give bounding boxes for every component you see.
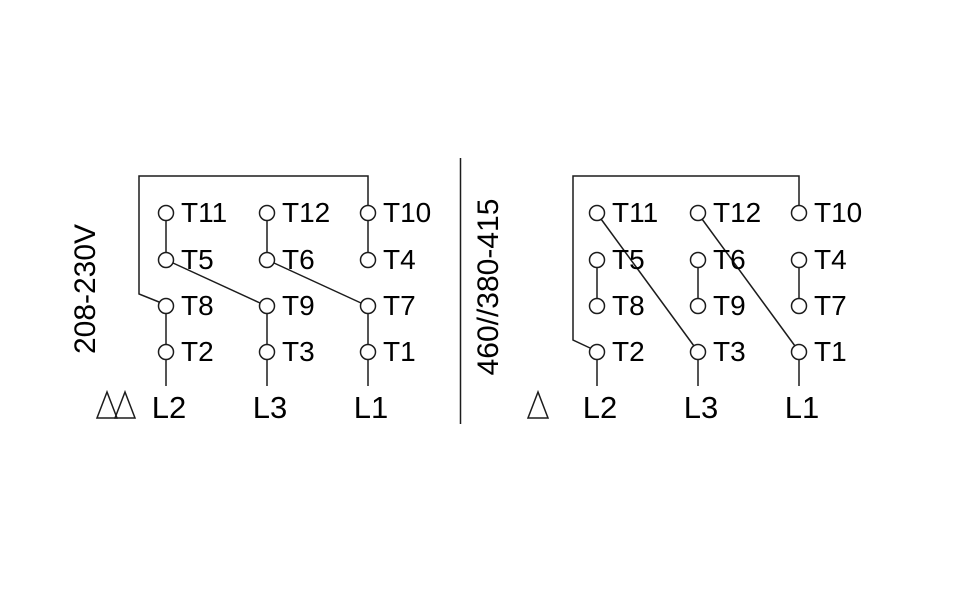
terminal-low-t9 — [258, 297, 276, 315]
terminal-label-low-t11: T11 — [181, 197, 228, 228]
terminal-label-low-t5: T5 — [181, 244, 214, 275]
terminal-label-low-t8: T8 — [181, 290, 214, 321]
terminal-high-t4 — [790, 251, 808, 269]
terminal-label-low-t6: T6 — [282, 244, 315, 275]
high-voltage-terminals — [588, 204, 808, 361]
terminal-label-high-t3: T3 — [713, 336, 746, 367]
terminal-label-low-t3: T3 — [282, 336, 315, 367]
terminal-label-low-t12: T12 — [282, 197, 331, 228]
terminal-label-low-t4: T4 — [383, 244, 416, 275]
lead-label-high-l1: L1 — [784, 390, 820, 425]
terminal-low-t12 — [258, 204, 276, 222]
terminal-label-low-t9: T9 — [282, 290, 315, 321]
lead-label-high-l3: L3 — [683, 390, 719, 425]
terminal-label-high-t12: T12 — [713, 197, 762, 228]
terminal-label-low-t2: T2 — [181, 336, 214, 367]
wire-low-t5-t9 — [172, 262, 261, 304]
lead-label-low-l2: L2 — [151, 390, 187, 425]
terminal-label-low-t7: T7 — [383, 290, 416, 321]
terminal-label-low-t1: T1 — [383, 336, 416, 367]
terminal-high-t3 — [689, 343, 707, 361]
terminal-label-high-t7: T7 — [814, 290, 847, 321]
delta-icon — [526, 389, 550, 419]
terminal-low-t7 — [359, 297, 377, 315]
high-voltage-label: 460//380-415 — [472, 198, 505, 376]
terminal-label-high-t10: T10 — [814, 197, 863, 228]
terminal-high-t5 — [588, 251, 606, 269]
terminal-low-t2 — [157, 343, 175, 361]
high-voltage-wiring — [572, 175, 800, 386]
terminal-high-t8 — [588, 297, 606, 315]
wire-high-t12-t1 — [701, 218, 796, 347]
terminal-label-high-t6: T6 — [713, 244, 746, 275]
terminal-low-t10 — [359, 204, 377, 222]
low-voltage-label: 208-230V — [69, 223, 102, 355]
terminal-high-t1 — [790, 343, 808, 361]
terminal-label-high-t8: T8 — [612, 290, 645, 321]
terminal-low-t1 — [359, 343, 377, 361]
terminal-label-high-t5: T5 — [612, 244, 645, 275]
terminal-high-t7 — [790, 297, 808, 315]
wire-high-t11-t3 — [600, 218, 695, 347]
terminal-low-t8 — [157, 297, 175, 315]
terminal-label-high-t4: T4 — [814, 244, 847, 275]
wire-low-t8-t10 — [138, 175, 369, 303]
terminal-label-high-t11: T11 — [612, 197, 659, 228]
terminal-low-t11 — [157, 204, 175, 222]
terminal-low-t6 — [258, 251, 276, 269]
terminal-high-t9 — [689, 297, 707, 315]
terminal-label-high-t9: T9 — [713, 290, 746, 321]
terminal-label-high-t2: T2 — [612, 336, 645, 367]
wire-high-t2-t10 — [572, 175, 800, 349]
lead-label-low-l3: L3 — [252, 390, 288, 425]
terminal-high-t6 — [689, 251, 707, 269]
terminal-low-t3 — [258, 343, 276, 361]
terminal-label-low-t10: T10 — [383, 197, 432, 228]
terminal-high-t10 — [790, 204, 808, 222]
terminal-high-t11 — [588, 204, 606, 222]
wire-low-t6-t7 — [273, 262, 362, 304]
double-delta-icon — [95, 389, 137, 419]
terminal-label-high-t1: T1 — [814, 336, 847, 367]
low-voltage-terminals — [157, 204, 377, 361]
terminal-low-t4 — [359, 251, 377, 269]
terminal-high-t2 — [588, 343, 606, 361]
lead-label-low-l1: L1 — [353, 390, 389, 425]
lead-label-high-l2: L2 — [582, 390, 618, 425]
terminal-low-t5 — [157, 251, 175, 269]
terminal-high-t12 — [689, 204, 707, 222]
low-voltage-wiring — [138, 175, 369, 386]
